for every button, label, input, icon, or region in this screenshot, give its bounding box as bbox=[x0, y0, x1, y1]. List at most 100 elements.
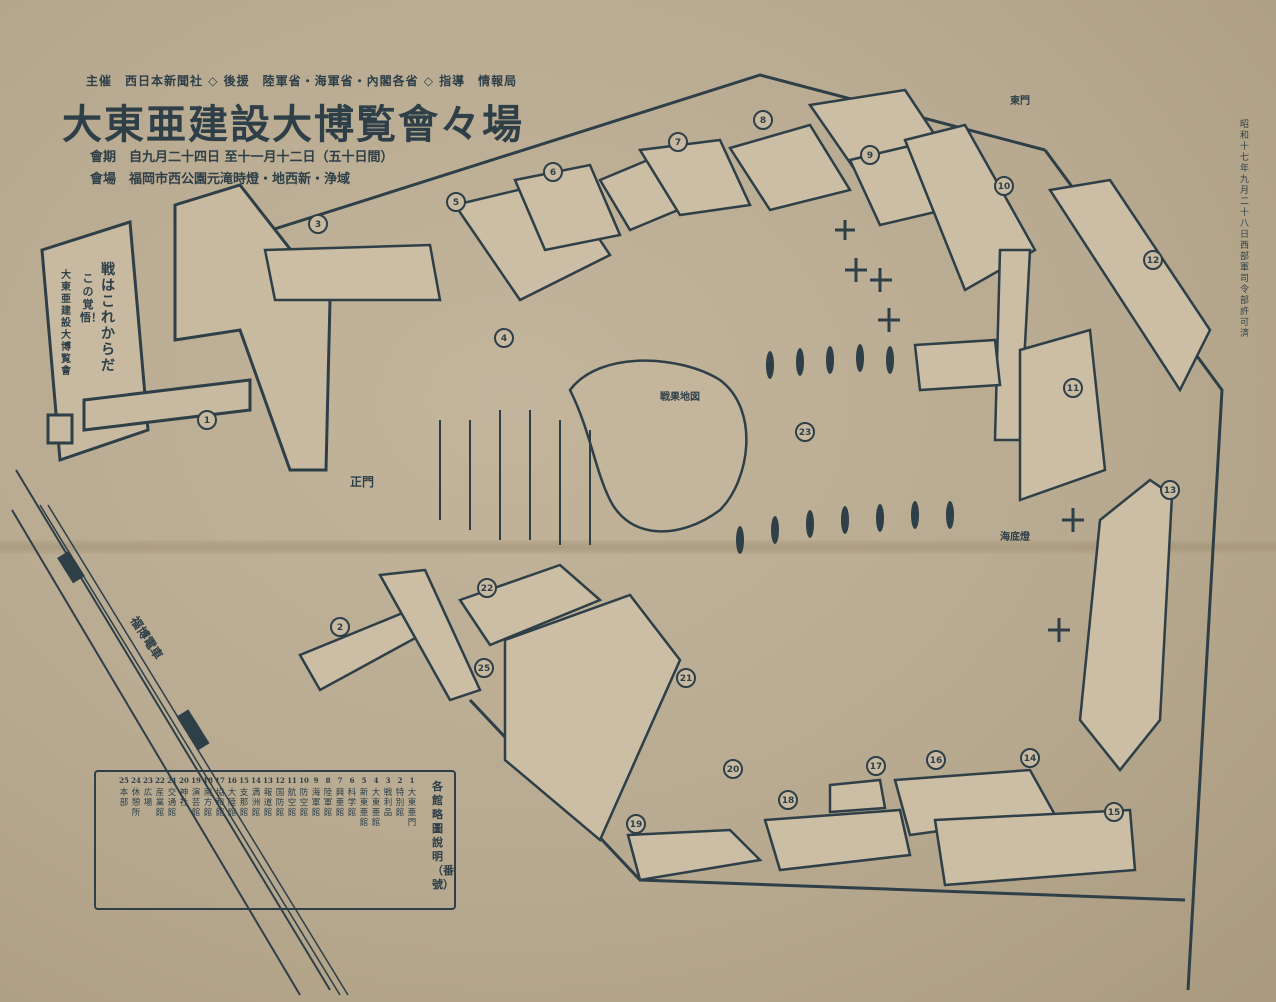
map-marker-number-20: 20 bbox=[727, 765, 740, 775]
legend-item-label: 陸軍館 bbox=[323, 788, 333, 818]
legend-item-label: 戦利品 bbox=[383, 788, 393, 818]
map-marker-number-8: 8 bbox=[760, 116, 766, 126]
legend-item: 16 大陸館 bbox=[226, 776, 238, 904]
map-marker-21 bbox=[676, 668, 696, 688]
bldg-19 bbox=[626, 828, 763, 882]
bldg-13-ship bbox=[1078, 478, 1174, 773]
legend-item-label: 国防館 bbox=[275, 788, 285, 818]
map-marker-20 bbox=[723, 759, 743, 779]
map-marker-number-16: 16 bbox=[930, 756, 943, 766]
map-marker-3 bbox=[308, 214, 328, 234]
legend-title: 各館略圖說明（番號） bbox=[432, 780, 454, 891]
map-marker-number-22: 22 bbox=[481, 584, 494, 594]
map-marker-6 bbox=[543, 162, 563, 182]
bldg-15 bbox=[933, 808, 1137, 887]
lighthouse-label: 海底燈 bbox=[1000, 530, 1031, 543]
map-marker-15 bbox=[1104, 802, 1124, 822]
map-marker-number-2: 2 bbox=[337, 623, 343, 633]
legend-item: 7 興亜館 bbox=[334, 776, 346, 904]
map-marker-2 bbox=[330, 617, 350, 637]
map-marker-number-19: 19 bbox=[630, 820, 643, 830]
legend-item-label: 大陸館 bbox=[227, 788, 237, 818]
map-marker-4 bbox=[494, 328, 514, 348]
map-marker-number-23: 23 bbox=[799, 428, 812, 438]
bldg-22 bbox=[458, 563, 603, 647]
legend-item-label: 航空館 bbox=[287, 788, 297, 818]
legend-item: 12 国防館 bbox=[274, 776, 286, 904]
map-marker-22 bbox=[477, 578, 497, 598]
legend-item-label: 協和館 bbox=[215, 788, 225, 818]
paper-fold bbox=[0, 540, 1276, 554]
legend-item-number: 19 bbox=[191, 776, 201, 785]
map-marker-25 bbox=[474, 658, 494, 678]
map-marker-17 bbox=[866, 756, 886, 776]
map-marker-18 bbox=[778, 790, 798, 810]
bldg-12 bbox=[1047, 178, 1212, 393]
legend-item-number: 15 bbox=[239, 776, 249, 785]
legend-item-label: 科学館 bbox=[347, 788, 357, 818]
battle-map-island bbox=[568, 359, 748, 533]
bldg-3-arch bbox=[263, 243, 442, 302]
bldg-2b bbox=[377, 568, 482, 702]
legend-item-number: 13 bbox=[263, 776, 273, 785]
gate-slogan-2: この覚悟！ bbox=[80, 272, 102, 324]
map-marker-number-4: 4 bbox=[501, 334, 507, 344]
legend-item-label: 興亜館 bbox=[335, 788, 345, 818]
legend-item-label: 南方館 bbox=[203, 788, 213, 818]
map-marker-number-15: 15 bbox=[1108, 808, 1121, 818]
legend-item-label: 大東亜門 bbox=[407, 788, 417, 828]
map-marker-10 bbox=[994, 176, 1014, 196]
gate-frame bbox=[173, 183, 332, 472]
legend-item-number: 6 bbox=[349, 776, 355, 785]
legend-item-number: 11 bbox=[287, 776, 297, 785]
map-marker-number-7: 7 bbox=[675, 138, 681, 148]
bldg-18 bbox=[763, 808, 912, 872]
legend-item-label: 防空館 bbox=[299, 788, 309, 818]
map-marker-number-1: 1 bbox=[204, 416, 210, 426]
legend-item-number: 10 bbox=[299, 776, 309, 785]
legend-item-number: 16 bbox=[227, 776, 237, 785]
plaza-markers bbox=[736, 344, 954, 554]
rail-line-label: 福博電車 bbox=[127, 613, 166, 662]
legend-item-number: 7 bbox=[337, 776, 343, 785]
legend-item-label: 海軍館 bbox=[311, 788, 321, 818]
map-marker-number-21: 21 bbox=[680, 674, 693, 684]
map-marker-5 bbox=[446, 192, 466, 212]
bldg-21 bbox=[503, 593, 682, 843]
sponsor-line: 主催 西日本新聞社 ◇ 後援 陸軍省・海軍省・內閣各省 ◇ 指導 情報局 bbox=[86, 74, 518, 88]
legend-item-label: 大東亜館 bbox=[371, 788, 381, 828]
map-marker-11 bbox=[1063, 378, 1083, 398]
map-marker-number-11: 11 bbox=[1067, 384, 1080, 394]
legend-item-number: 12 bbox=[275, 776, 285, 785]
map-marker-number-9: 9 bbox=[867, 151, 873, 161]
bldg-7b bbox=[637, 138, 752, 217]
map-marker-9 bbox=[860, 145, 880, 165]
legend-item-number: 22 bbox=[155, 776, 165, 785]
map-marker-16 bbox=[926, 750, 946, 770]
legend-item-number: 14 bbox=[251, 776, 261, 785]
gate-bar bbox=[82, 378, 252, 432]
legend-item-label: 交通館 bbox=[167, 788, 177, 818]
legend-item-label: 休憩所 bbox=[131, 788, 141, 818]
battle-map-label: 戦果地図 bbox=[660, 390, 700, 403]
map-marker-7 bbox=[668, 132, 688, 152]
legend-item: 10 防空館 bbox=[298, 776, 310, 904]
map-marker-1 bbox=[197, 410, 217, 430]
main-gate-label: 正門 bbox=[350, 475, 374, 489]
aircraft-icons bbox=[835, 220, 1084, 642]
bldg-6 bbox=[513, 163, 622, 252]
map-marker-8 bbox=[753, 110, 773, 130]
